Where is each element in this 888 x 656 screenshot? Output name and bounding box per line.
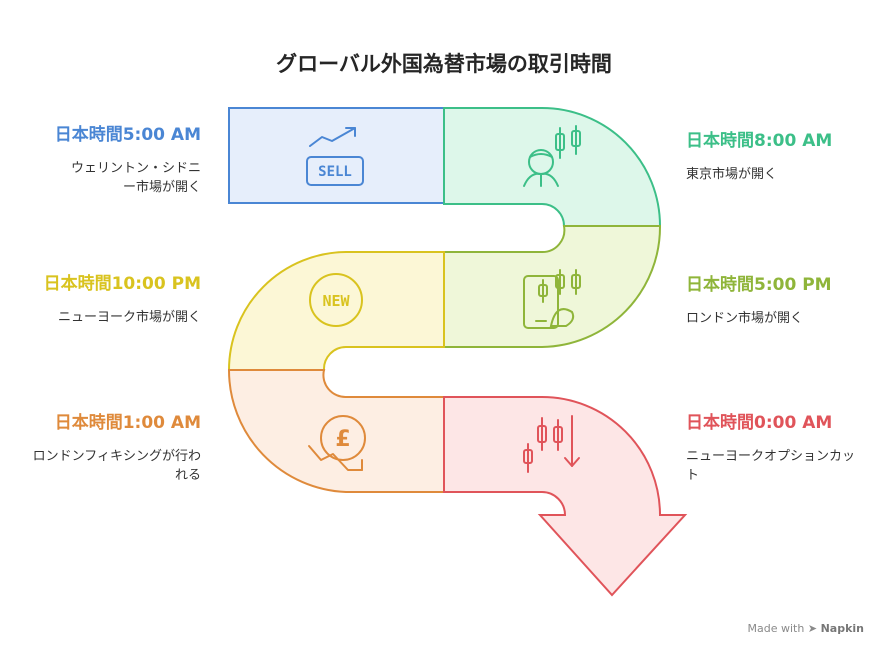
label-step-3: 日本時間5:00 PM ロンドン市場が開く <box>686 270 886 328</box>
mobile-candlestick-icon <box>523 269 581 329</box>
svg-text:£: £ <box>335 427 350 452</box>
trader-candlestick-icon <box>523 125 581 187</box>
step-3-time: 日本時間5:00 PM <box>686 275 832 295</box>
label-step-1: 日本時間5:00 AM ウェリントン・シドニー市場が開く <box>1 120 201 197</box>
step-4-time: 日本時間10:00 PM <box>43 274 201 294</box>
segment-red-arrow <box>443 396 688 597</box>
step-4-desc: ニューヨーク市場が開く <box>57 310 201 325</box>
step-1-time: 日本時間5:00 AM <box>54 125 201 145</box>
step-2-time: 日本時間8:00 AM <box>686 131 833 151</box>
step-1-desc: ウェリントン・シドニー市場が開く <box>70 161 201 195</box>
candlestick-down-icon <box>523 415 580 473</box>
step-6-desc: ニューヨークオプションカット <box>686 449 856 483</box>
new-badge-icon: NEW <box>309 273 363 327</box>
sell-icon: SELL <box>306 127 364 186</box>
step-5-time: 日本時間1:00 AM <box>54 413 201 433</box>
sell-icon-text: SELL <box>318 164 352 180</box>
label-step-2: 日本時間8:00 AM 東京市場が開く <box>686 126 886 184</box>
step-2-desc: 東京市場が開く <box>686 167 778 182</box>
label-step-5: 日本時間1:00 AM ロンドンフィキシングが行われる <box>1 408 201 485</box>
napkin-brand: Napkin <box>820 622 864 635</box>
pound-down-icon: £ <box>308 415 366 471</box>
new-badge-text: NEW <box>322 292 350 310</box>
napkin-logo-icon: ➤ <box>807 622 818 635</box>
made-with-text: Made with <box>747 622 805 635</box>
step-6-time: 日本時間0:00 AM <box>686 413 833 433</box>
segment-olive <box>443 225 662 348</box>
diagram-title: グローバル外国為替市場の取引時間 <box>276 52 612 76</box>
made-with-napkin-footer: Made with ➤ Napkin <box>748 622 864 635</box>
step-3-desc: ロンドン市場が開く <box>686 311 804 326</box>
step-5-desc: ロンドンフィキシングが行われる <box>32 449 201 483</box>
segment-yellow <box>227 251 445 371</box>
segment-blue <box>228 107 445 204</box>
label-step-4: 日本時間10:00 PM ニューヨーク市場が開く <box>1 269 201 327</box>
label-step-6: 日本時間0:00 AM ニューヨークオプションカット <box>686 408 866 485</box>
segment-orange <box>227 369 445 493</box>
